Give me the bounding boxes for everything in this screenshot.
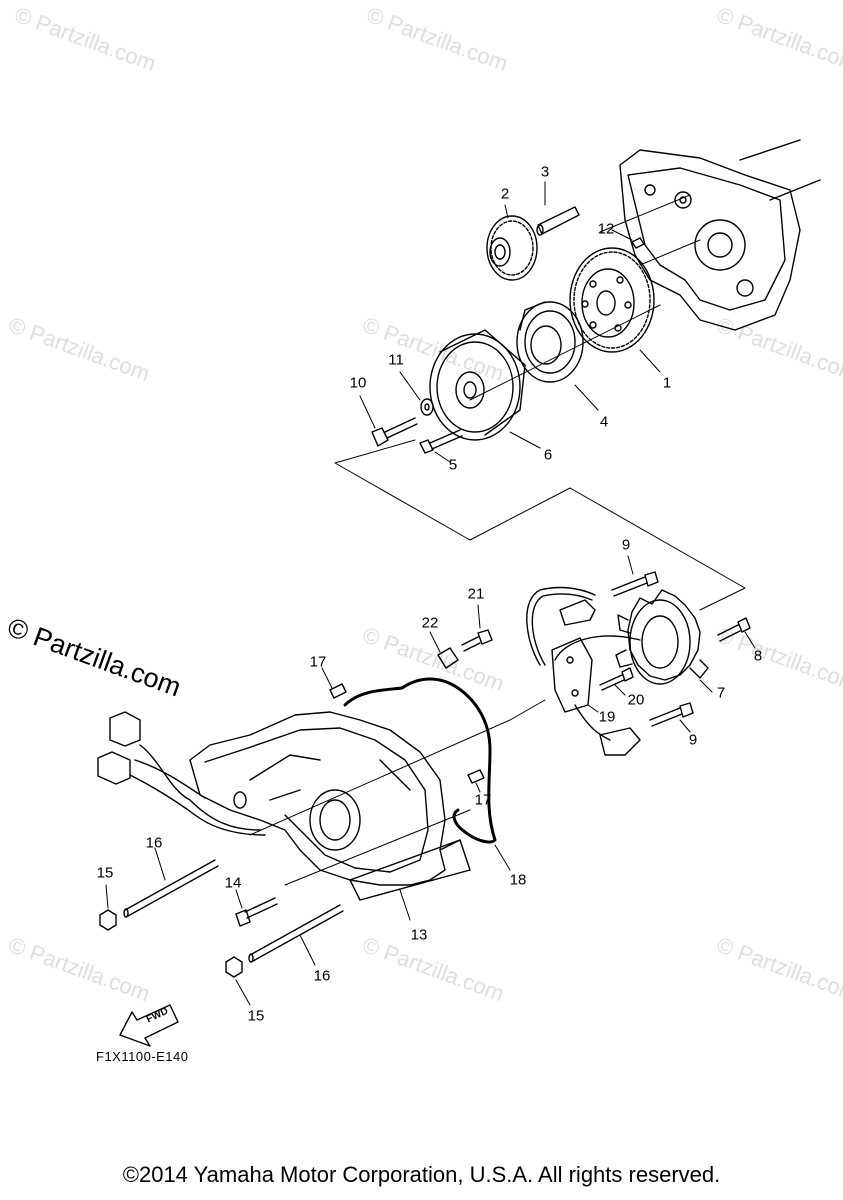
callout-1: 1 bbox=[662, 374, 672, 392]
part-17-dowel bbox=[467, 769, 485, 793]
axis-line bbox=[639, 239, 701, 266]
fwd-arrow-icon bbox=[119, 1004, 179, 1047]
callout-19: 19 bbox=[598, 708, 616, 726]
part-21-bolt bbox=[461, 604, 493, 652]
part-16-stud bbox=[248, 904, 344, 966]
callout-6: 6 bbox=[543, 446, 553, 464]
axis-line bbox=[249, 699, 546, 836]
part-10-bolt bbox=[359, 395, 418, 447]
callout-17: 17 bbox=[309, 653, 327, 671]
callout-8: 8 bbox=[753, 647, 763, 665]
callout-10: 10 bbox=[349, 374, 367, 392]
part-22-clip bbox=[429, 631, 459, 669]
part-5-bolt bbox=[419, 429, 463, 463]
axis-line bbox=[599, 194, 691, 233]
callout-11: 11 bbox=[388, 351, 404, 369]
engine-case bbox=[619, 139, 821, 331]
part-15-nut bbox=[225, 956, 251, 1006]
callout-15: 15 bbox=[247, 1007, 265, 1025]
callout-22: 22 bbox=[421, 614, 439, 632]
callout-21: 21 bbox=[467, 585, 485, 603]
callout-3: 3 bbox=[540, 163, 550, 181]
part-19-pickup-coil bbox=[551, 637, 599, 713]
callout-17: 17 bbox=[474, 791, 492, 809]
part-6-rotor bbox=[429, 329, 541, 449]
callout-15: 15 bbox=[96, 864, 114, 882]
callout-20: 20 bbox=[627, 691, 645, 709]
callout-4: 4 bbox=[599, 413, 609, 431]
part-8-screw bbox=[717, 617, 756, 649]
callout-13: 13 bbox=[410, 926, 428, 944]
part-12-key bbox=[631, 237, 645, 249]
part-16-stud bbox=[123, 847, 219, 918]
callout-5: 5 bbox=[448, 456, 458, 474]
part-3-pin bbox=[536, 181, 580, 236]
copyright-text: ©2014 Yamaha Motor Corporation, U.S.A. A… bbox=[122, 1162, 721, 1187]
callout-16: 16 bbox=[313, 967, 331, 985]
part-18-gasket bbox=[343, 677, 497, 844]
callout-18: 18 bbox=[509, 871, 527, 889]
part-9-screw bbox=[611, 555, 659, 597]
part-9-screw bbox=[649, 702, 694, 733]
part-7-stator bbox=[615, 589, 713, 693]
axis-line bbox=[469, 304, 661, 401]
callout-12: 12 bbox=[597, 220, 615, 238]
part-2-idler-gear bbox=[486, 204, 538, 281]
diagram-code: F1X1100-E140 bbox=[96, 1049, 189, 1064]
callout-14: 14 bbox=[224, 874, 242, 892]
part-17-dowel bbox=[321, 667, 347, 699]
callout-7: 7 bbox=[716, 684, 726, 702]
part-4-starter-clutch bbox=[516, 301, 599, 411]
part-15-nut bbox=[99, 884, 117, 931]
callout-9: 9 bbox=[688, 731, 698, 749]
part-14-bolt bbox=[235, 889, 278, 927]
wire-connectors bbox=[97, 711, 266, 836]
part-1-starter-gear bbox=[569, 247, 661, 373]
wiring-harness bbox=[526, 586, 641, 756]
callout-2: 2 bbox=[500, 185, 510, 203]
part-11-washer bbox=[399, 371, 434, 416]
axis-line bbox=[284, 809, 471, 886]
callout-9: 9 bbox=[621, 536, 631, 554]
part-13-generator-cover bbox=[189, 711, 471, 921]
assembly-guide bbox=[334, 439, 746, 611]
part-20-screw bbox=[599, 667, 634, 696]
callout-16: 16 bbox=[145, 834, 163, 852]
